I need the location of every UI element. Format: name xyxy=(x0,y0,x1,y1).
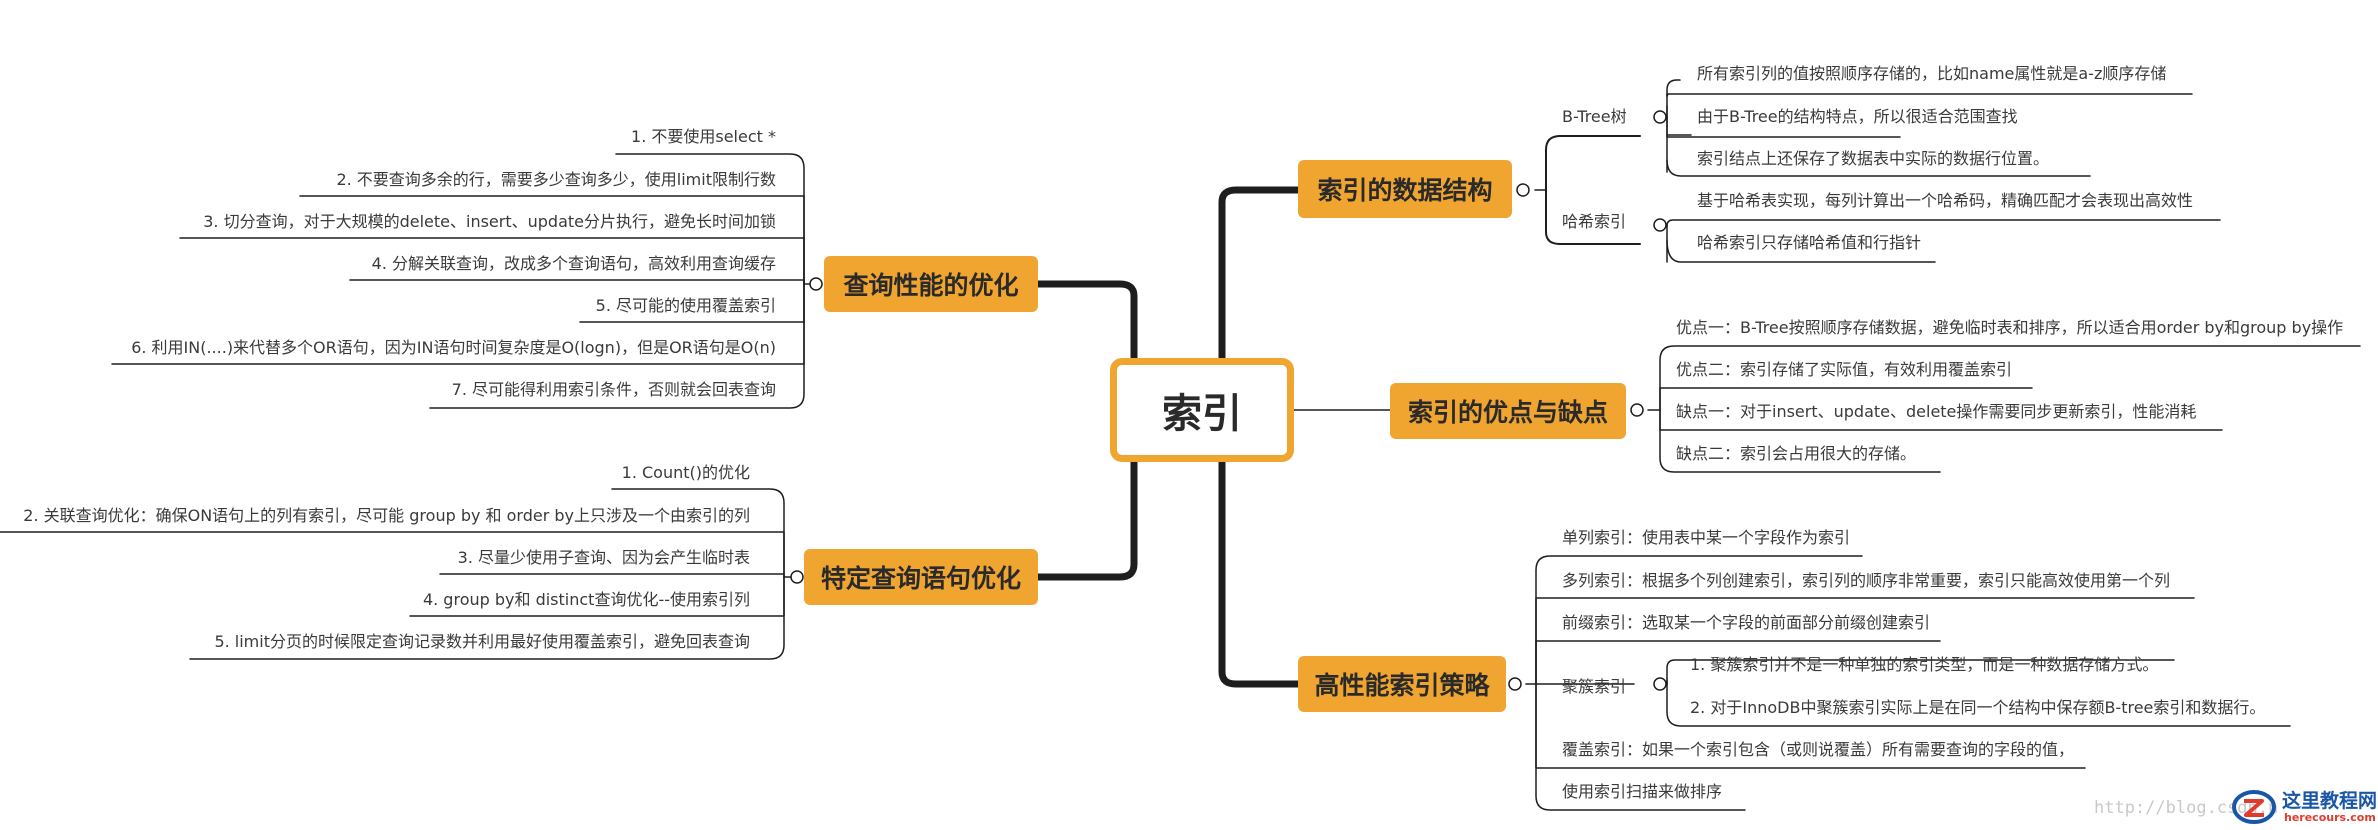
site-logo: 这里教程网 herecours.com xyxy=(2230,785,2377,829)
topic-data-structure[interactable]: 索引的数据结构 xyxy=(1298,160,1512,218)
specific-opt-item[interactable]: 2. 关联查询优化：确保ON语句上的列有索引，尽可能 group by 和 or… xyxy=(23,506,750,525)
pros-cons-item[interactable]: 优点二：索引存储了实际值，有效利用覆盖索引 xyxy=(1676,360,2013,379)
topic-label: 特定查询语句优化 xyxy=(820,564,1021,593)
cluster-node[interactable]: 聚簇索引 xyxy=(1562,677,1627,696)
cluster-item[interactable]: 1. 聚簇索引并不是一种单独的索引类型，而是一种数据存储方式。 xyxy=(1690,655,2159,674)
pros-cons-item[interactable]: 缺点二：索引会占用很大的存储。 xyxy=(1676,444,1917,463)
hash-node[interactable]: 哈希索引 xyxy=(1562,212,1627,231)
topic-specific-opt[interactable]: 特定查询语句优化 xyxy=(804,549,1038,605)
strategy-single[interactable]: 单列索引：使用表中某一个字段作为索引 xyxy=(1562,528,1851,547)
hash-item[interactable]: 哈希索引只存储哈希值和行指针 xyxy=(1697,233,1922,252)
specific-opt-item[interactable]: 4. group by和 distinct查询优化--使用索引列 xyxy=(422,590,750,609)
pros-cons-item[interactable]: 缺点一：对于insert、update、delete操作需要同步更新索引，性能消… xyxy=(1676,402,2197,421)
strategy-covering[interactable]: 覆盖索引：如果一个索引包含（或则说覆盖）所有需要查询的字段的值， xyxy=(1562,740,2075,759)
strategy-prefix[interactable]: 前缀索引：选取某一个字段的前面部分前缀创建索引 xyxy=(1562,613,1931,632)
query-opt-item[interactable]: 7. 尽可能得利用索引条件，否则就会回表查询 xyxy=(451,380,776,399)
topic-label: 高性能索引策略 xyxy=(1314,671,1490,700)
topic-label: 索引的数据结构 xyxy=(1317,176,1493,205)
topic-strategy[interactable]: 高性能索引策略 xyxy=(1298,656,1506,712)
topic-pros-cons[interactable]: 索引的优点与缺点 xyxy=(1390,383,1626,439)
hash-item[interactable]: 基于哈希表实现，每列计算出一个哈希码，精确匹配才会表现出高效性 xyxy=(1697,191,2194,210)
specific-opt-item[interactable]: 1. Count()的优化 xyxy=(621,463,750,482)
query-opt-item[interactable]: 1. 不要使用select * xyxy=(631,127,776,146)
specific-opt-item[interactable]: 5. limit分页的时候限定查询记录数并利用最好使用覆盖索引，避免回表查询 xyxy=(214,632,750,651)
query-opt-item[interactable]: 3. 切分查询，对于大规模的delete、insert、update分片执行，避… xyxy=(203,212,776,231)
pros-cons-item[interactable]: 优点一：B-Tree按照顺序存储数据，避免临时表和排序，所以适合用order b… xyxy=(1676,318,2344,337)
root-label: 索引 xyxy=(1162,391,1242,437)
logo-emblem-icon xyxy=(2232,790,2276,824)
query-opt-item[interactable]: 4. 分解关联查询，改成多个查询语句，高效利用查询缓存 xyxy=(371,254,776,273)
logo-main-text: 这里教程网 xyxy=(2282,790,2378,812)
topic-query-opt[interactable]: 查询性能的优化 xyxy=(824,256,1038,312)
query-opt-item[interactable]: 5. 尽可能的使用覆盖索引 xyxy=(595,296,776,315)
watermark-url: http://blog.csdn.n xyxy=(2094,798,2279,818)
topic-label: 索引的优点与缺点 xyxy=(1407,398,1608,427)
btree-item[interactable]: 所有索引列的值按照顺序存储的，比如name属性就是a-z顺序存储 xyxy=(1697,64,2167,83)
root-node[interactable]: 索引 xyxy=(1110,358,1294,462)
cluster-item[interactable]: 2. 对于InnoDB中聚簇索引实际上是在同一个结构中保存额B-tree索引和数… xyxy=(1690,698,2266,717)
logo-sub-text: herecours.com xyxy=(2284,811,2376,824)
btree-item[interactable]: 索引结点上还保存了数据表中实际的数据行位置。 xyxy=(1697,149,2050,168)
btree-node[interactable]: B-Tree树 xyxy=(1562,107,1627,126)
query-opt-item[interactable]: 6. 利用IN(....)来代替多个OR语句，因为IN语句时间复杂度是O(log… xyxy=(131,338,776,357)
btree-item[interactable]: 由于B-Tree的结构特点，所以很适合范围查找 xyxy=(1697,107,2018,126)
strategy-multi[interactable]: 多列索引：根据多个列创建索引，索引列的顺序非常重要，索引只能高效使用第一个列 xyxy=(1562,571,2171,590)
specific-opt-item[interactable]: 3. 尽量少使用子查询、因为会产生临时表 xyxy=(457,548,750,567)
topic-label: 查询性能的优化 xyxy=(843,271,1019,300)
query-opt-item[interactable]: 2. 不要查询多余的行，需要多少查询多少，使用limit限制行数 xyxy=(336,170,776,189)
strategy-scan-sort[interactable]: 使用索引扫描来做排序 xyxy=(1562,782,1723,801)
